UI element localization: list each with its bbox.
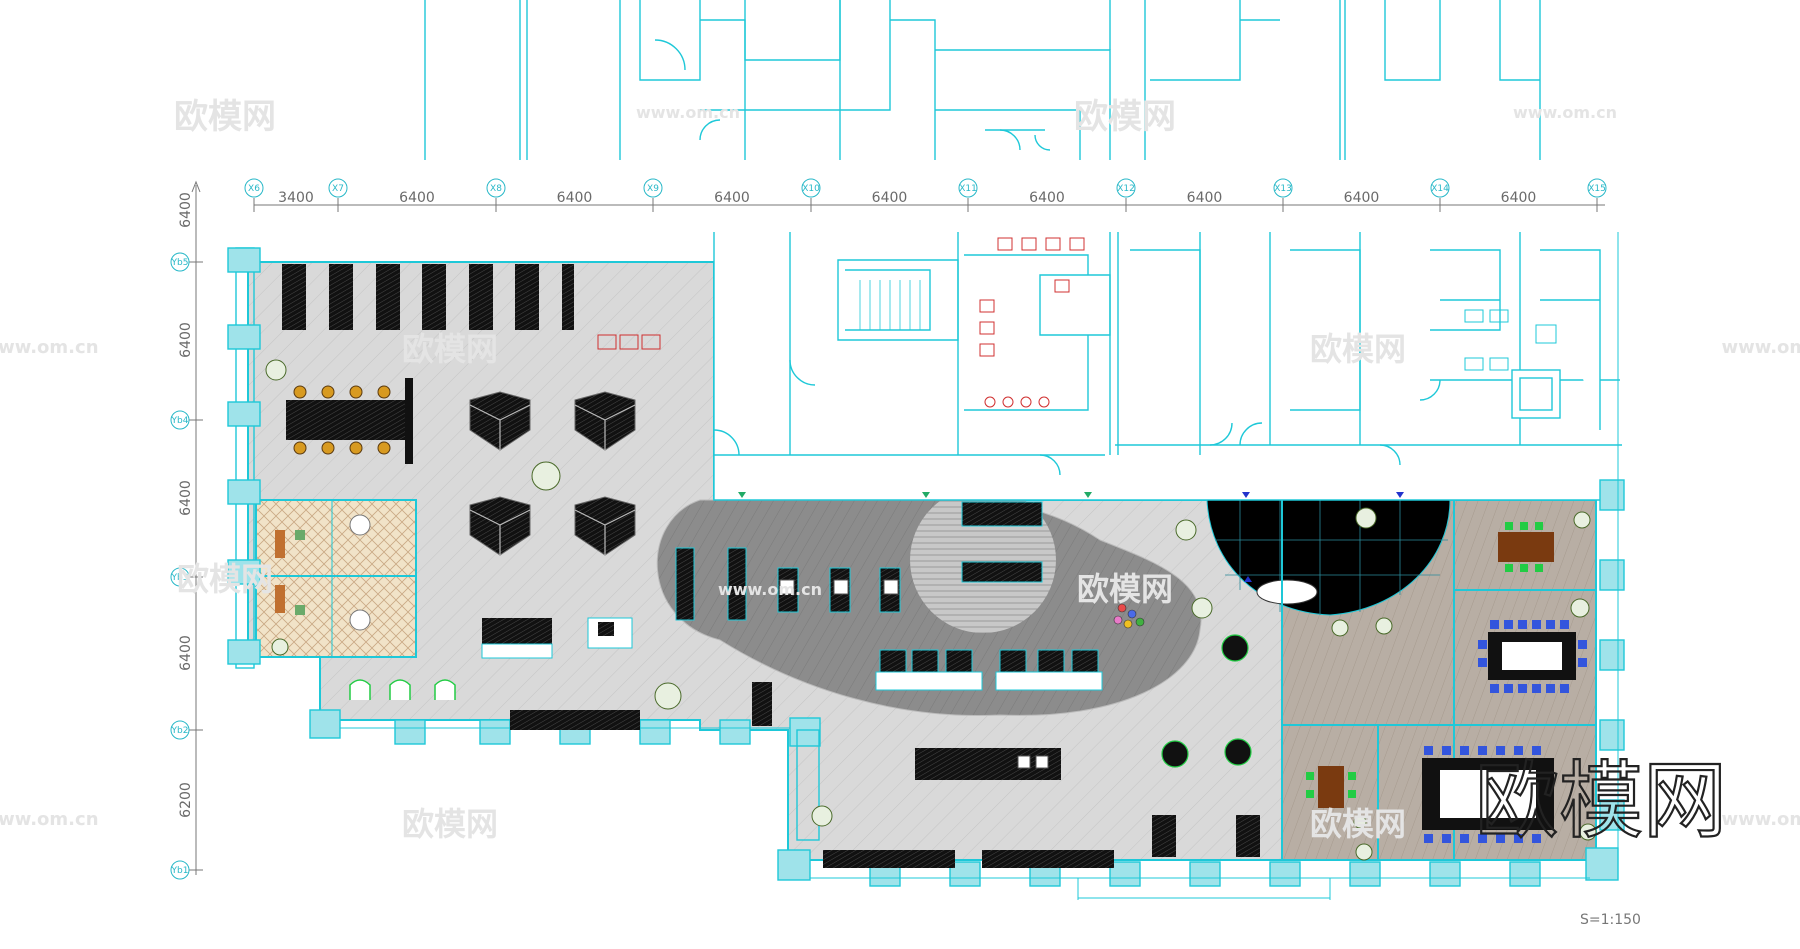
row-spacing-label: 6200: [178, 782, 194, 818]
service-core: [713, 232, 1622, 501]
row-label: Yb5: [171, 258, 189, 268]
watermark: 欧模网: [402, 330, 498, 368]
column-spacing-label: 6400: [557, 190, 593, 206]
row-spacing-label: 6400: [178, 480, 194, 516]
watermark: 欧模网: [1074, 97, 1176, 137]
watermark: 欧模网: [402, 805, 498, 843]
brand-logo: 欧模网: [1475, 752, 1727, 850]
row-bubble: [170, 720, 190, 740]
upper-floor-partial: [424, 0, 1541, 160]
row-spacing-label: 6400: [178, 322, 194, 358]
watermark: 欧模网: [177, 560, 273, 598]
column-bubble: [328, 178, 348, 198]
column-label: X9: [647, 184, 659, 194]
column-axis: X6 X7 X8 X9 X10 X11 X12 X13 X14 X15 3400 6400 6400 64…: [244, 178, 1607, 212]
column-label: X6: [248, 184, 260, 194]
watermark: www.om.cn: [0, 809, 99, 830]
scale-label: S=1:150: [1580, 912, 1641, 928]
column-bubble: [1587, 178, 1607, 198]
row-bubble: [170, 567, 190, 587]
column-bubble: [1273, 178, 1293, 198]
row-bubble: [170, 860, 190, 880]
row-bubble: [170, 410, 190, 430]
column-label: X13: [1274, 184, 1292, 194]
watermark: 欧模网: [174, 97, 276, 137]
column-spacing-label: 6400: [1344, 190, 1380, 206]
furniture: [265, 264, 1597, 868]
watermark: 欧模网: [1310, 330, 1406, 368]
row-label: Yb4: [171, 416, 189, 426]
column-bubble: [801, 178, 821, 198]
column-spacing-label: 6400: [872, 190, 908, 206]
column-label: X15: [1588, 184, 1606, 194]
column-spacing-label: 6400: [1187, 190, 1223, 206]
row-label: Yb2: [171, 726, 189, 736]
row-spacing-label: 6400: [178, 635, 194, 671]
row-label: Yb3: [171, 573, 189, 583]
column-label: X7: [332, 184, 344, 194]
column-bubble: [1430, 178, 1450, 198]
watermark: www.om.cn: [718, 580, 822, 599]
watermark: www.om.cn: [1721, 809, 1800, 830]
column-spacing-label: 6400: [399, 190, 435, 206]
column-spacing-label: 3400: [278, 190, 314, 206]
watermark: www.om.cn: [1721, 337, 1800, 358]
row-spacing-label: 6400: [178, 192, 194, 228]
watermark: www.om.cn: [636, 103, 740, 122]
watermark: www.om.cn: [0, 337, 99, 358]
row-label: Yb1: [171, 866, 189, 876]
watermark: 欧模网: [1310, 805, 1406, 843]
column-bubble: [643, 178, 663, 198]
column-spacing-label: 6400: [714, 190, 750, 206]
watermark-layer: 欧模网欧模网欧模网欧模网欧模网欧模网欧模网欧模网欧模网www.om.cnwww.…: [0, 97, 1800, 843]
column-bubble: [244, 178, 264, 198]
column-spacing-label: 6400: [1501, 190, 1537, 206]
column-spacing-label: 6400: [1029, 190, 1065, 206]
column-label: X10: [802, 184, 820, 194]
column-bubble: [958, 178, 978, 198]
column-bubble: [1116, 178, 1136, 198]
row-bubble: [170, 252, 190, 272]
watermark: www.om.cn: [1513, 103, 1617, 122]
exterior-walls: [227, 232, 1625, 900]
column-label: X8: [490, 184, 502, 194]
column-bubble: [486, 178, 506, 198]
column-label: X11: [959, 184, 977, 194]
column-label: X12: [1117, 184, 1135, 194]
column-label: X14: [1431, 184, 1449, 194]
watermark: 欧模网: [1077, 570, 1173, 608]
